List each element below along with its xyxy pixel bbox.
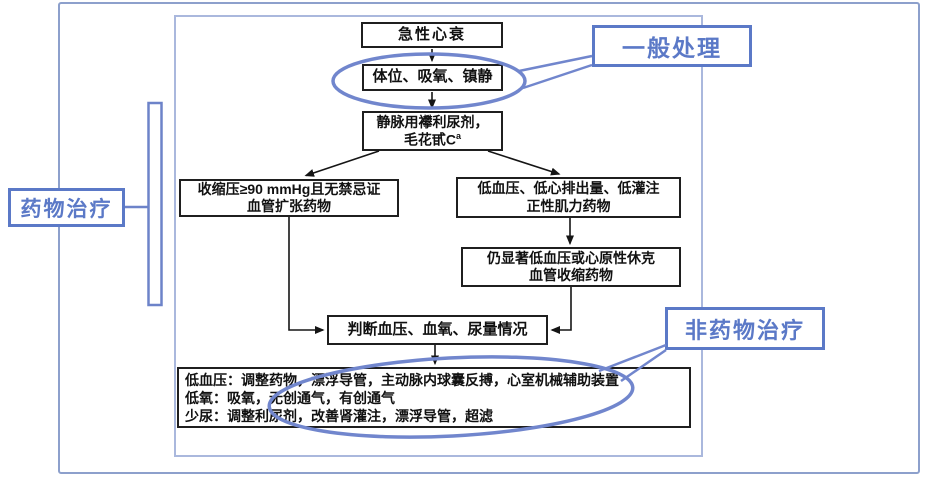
node-text-line2: 毛花甙Ca xyxy=(403,130,462,148)
node-text-line2: 正性肌力药物 xyxy=(526,197,611,214)
node-text: 判断血压、血氧、尿量情况 xyxy=(347,320,528,338)
node-position-oxygen-sedation: 体位、吸氧、镇静 xyxy=(362,64,503,91)
node-vasoconstrictor: 仍显著低血压或心原性休克 血管收缩药物 xyxy=(461,247,681,287)
node-text-line2: 低氧：吸氧，无创通气，有创通气 xyxy=(185,389,395,406)
footnote-superscript: a xyxy=(456,130,462,141)
node-vasodilator: 收缩压≥90 mmHg且无禁忌证 血管扩张药物 xyxy=(179,179,399,217)
label-nondrug-treatment: 非药物治疗 xyxy=(665,307,825,350)
node-text-line2: 血管扩张药物 xyxy=(247,198,331,214)
node-text: 体位、吸氧、镇静 xyxy=(372,68,493,86)
node-text-line1: 低血压、低心排出量、低灌注 xyxy=(477,180,660,197)
node-assess-bp-oxygen-urine: 判断血压、血氧、尿量情况 xyxy=(327,315,548,345)
label-general-treatment: 一般处理 xyxy=(592,25,752,67)
label-drug-treatment: 药物治疗 xyxy=(8,188,125,227)
node-text: 急性心衰 xyxy=(397,25,466,43)
label-text: 药物治疗 xyxy=(20,197,113,221)
node-inotrope: 低血压、低心排出量、低灌注 正性肌力药物 xyxy=(456,177,681,218)
node-acute-heart-failure: 急性心衰 xyxy=(361,22,503,48)
node-iv-diuretic: 静脉用襻利尿剂， 毛花甙Ca xyxy=(362,111,503,151)
outer-border-frame xyxy=(58,2,920,474)
node-text-line2: 血管收缩药物 xyxy=(529,267,613,283)
label-text: 一般处理 xyxy=(622,35,722,61)
node-text-line1: 静脉用襻利尿剂， xyxy=(376,113,489,130)
flowchart-container-frame xyxy=(174,15,703,457)
node-text-line1: 低血压：调整药物，漂浮导管，主动脉内球囊反搏，心室机械辅助装置 xyxy=(185,371,619,388)
node-text-line1: 仍显著低血压或心原性休克 xyxy=(487,249,655,266)
label-text: 非药物治疗 xyxy=(684,317,805,343)
node-text-line1: 收缩压≥90 mmHg且无禁忌证 xyxy=(197,180,381,197)
node-nonpharm-measures: 低血压：调整药物，漂浮导管，主动脉内球囊反搏，心室机械辅助装置 低氧：吸氧，无创… xyxy=(177,367,691,428)
node-text-line3: 少尿：调整利尿剂，改善肾灌注，漂浮导管，超滤 xyxy=(185,407,493,424)
